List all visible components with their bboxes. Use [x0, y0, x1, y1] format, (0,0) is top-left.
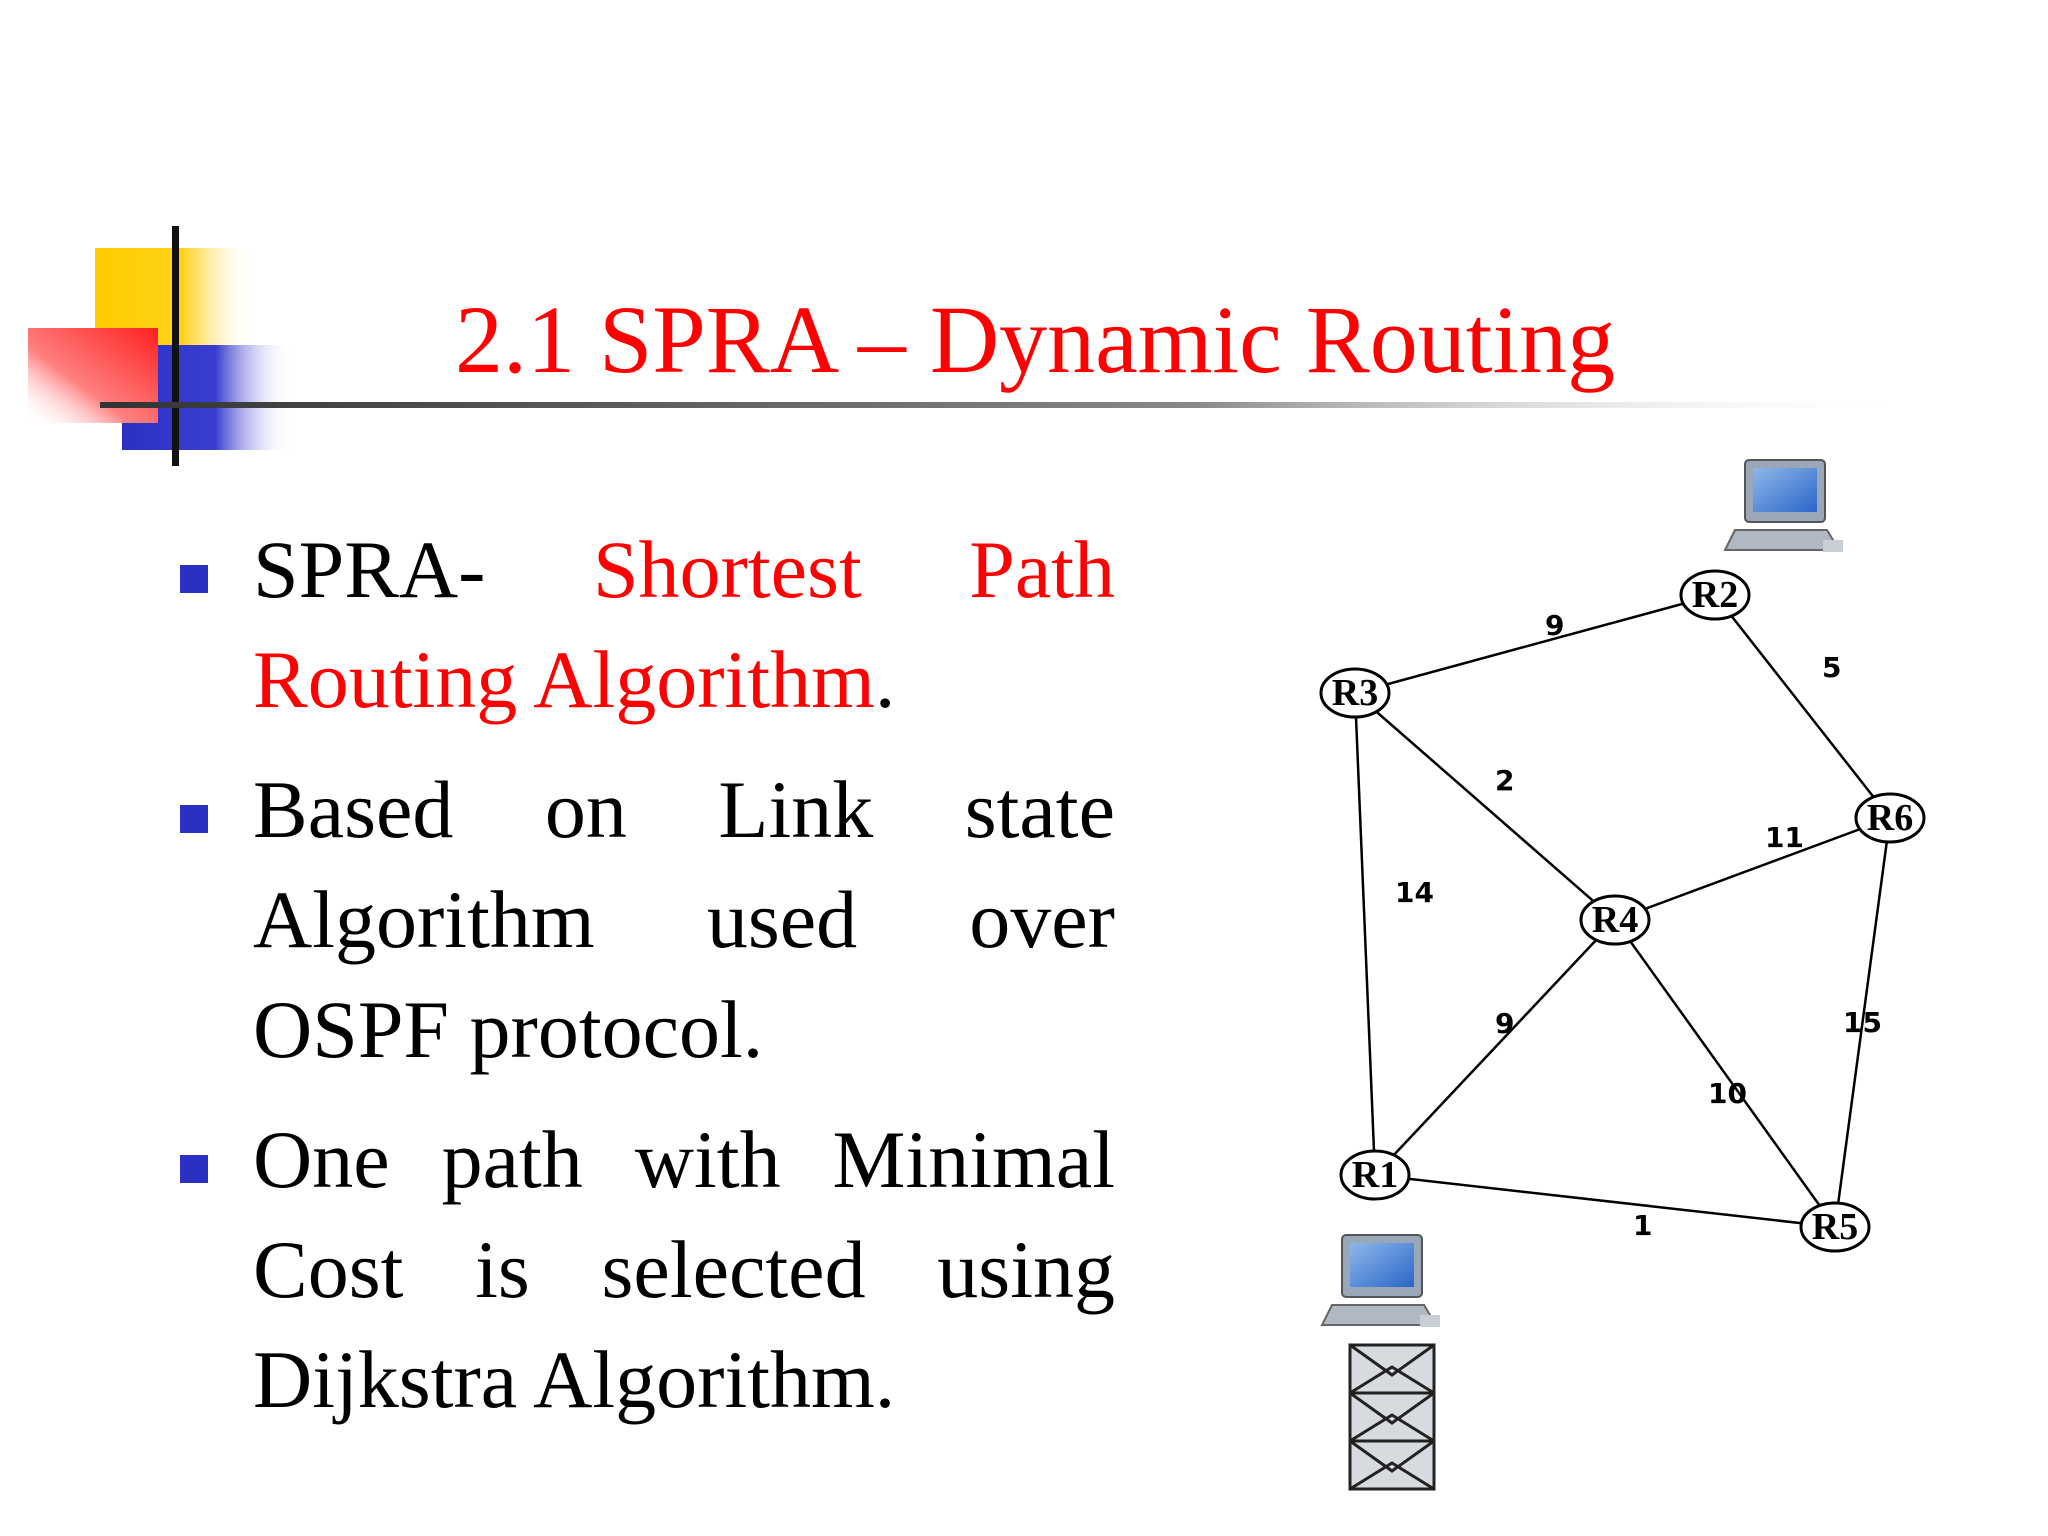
bullet-text: SPRA- — [253, 524, 486, 615]
bullet-text-end: . — [874, 634, 896, 725]
edge-cost-label: 9 — [1545, 609, 1564, 642]
edge-r6-r5 — [1833, 817, 1892, 1228]
edge-cost-label: 1 — [1633, 1209, 1652, 1242]
router-node-label: R1 — [1352, 1154, 1398, 1196]
edge-cost-label: 10 — [1708, 1077, 1747, 1110]
bullet-square-icon — [180, 805, 208, 833]
router-node-r1: R1 — [1339, 1149, 1411, 1201]
router-node-circle — [1579, 894, 1651, 946]
envelope-stack-icon — [1348, 1343, 1436, 1491]
router-node-r5: R5 — [1799, 1201, 1871, 1253]
title-decoration — [28, 226, 1920, 466]
router-node-circle — [1319, 667, 1391, 719]
bullet-text: Based on Link state Algorithm used over … — [253, 764, 1115, 1075]
edge-r2-r6 — [1714, 594, 1891, 819]
edge-cost-label: 11 — [1765, 821, 1804, 854]
bullet-text: One path with Minimal Cost is selected u… — [253, 1114, 1115, 1425]
router-node-circle — [1854, 792, 1926, 844]
edge-r1-r4 — [1374, 919, 1616, 1176]
router-node-r6: R6 — [1854, 792, 1926, 844]
router-node-label: R3 — [1332, 672, 1378, 714]
router-node-label: R6 — [1867, 797, 1913, 839]
edge-cost-label: 2 — [1495, 764, 1514, 797]
bullet-item-spra: SPRA- Shortest Path Routing Algorithm. — [175, 515, 1115, 735]
edge-label-layer: 9 5 2 11 14 9 10 15 1 — [1395, 609, 1882, 1242]
edge-cost-label: 5 — [1822, 651, 1841, 684]
bullet-square-icon — [180, 565, 208, 593]
router-node-label: R5 — [1812, 1206, 1858, 1248]
edge-r1-r5 — [1374, 1173, 1836, 1229]
router-node-label: R4 — [1592, 899, 1638, 941]
bullet-highlight: Shortest Path Routing Algorithm — [253, 524, 1115, 725]
bullet-square-icon — [180, 1155, 208, 1183]
deco-red-block — [28, 328, 158, 423]
router-node-r2: R2 — [1679, 569, 1751, 621]
edge-r4-r5 — [1613, 919, 1837, 1228]
edge-r3-r2 — [1354, 593, 1716, 695]
router-node-circle — [1679, 569, 1751, 621]
edge-cost-label: 15 — [1843, 1006, 1882, 1039]
computer-icon — [1320, 1234, 1440, 1327]
router-node-circle — [1799, 1201, 1871, 1253]
computer-icon — [1723, 459, 1843, 552]
bullet-item-dijkstra: One path with Minimal Cost is selected u… — [175, 1105, 1115, 1435]
edge-r3-r1 — [1353, 692, 1377, 1176]
edge-cost-label: 14 — [1395, 876, 1434, 909]
slide-title: 2.1 SPRA – Dynamic Routing — [455, 286, 1616, 393]
edge-r4-r6 — [1614, 816, 1891, 922]
deco-vertical-line — [172, 226, 179, 466]
router-node-r4: R4 — [1579, 894, 1651, 946]
edge-cost-label: 9 — [1495, 1007, 1514, 1040]
title-underline — [100, 402, 1920, 408]
edge-r3-r4 — [1354, 692, 1616, 921]
bullet-list: SPRA- Shortest Path Routing Algorithm. B… — [175, 515, 1115, 1455]
router-node-r3: R3 — [1319, 667, 1391, 719]
router-node-circle — [1339, 1149, 1411, 1201]
edge-layer — [1353, 593, 1892, 1229]
router-node-label: R2 — [1692, 574, 1738, 616]
bullet-item-link-state: Based on Link state Algorithm used over … — [175, 755, 1115, 1085]
